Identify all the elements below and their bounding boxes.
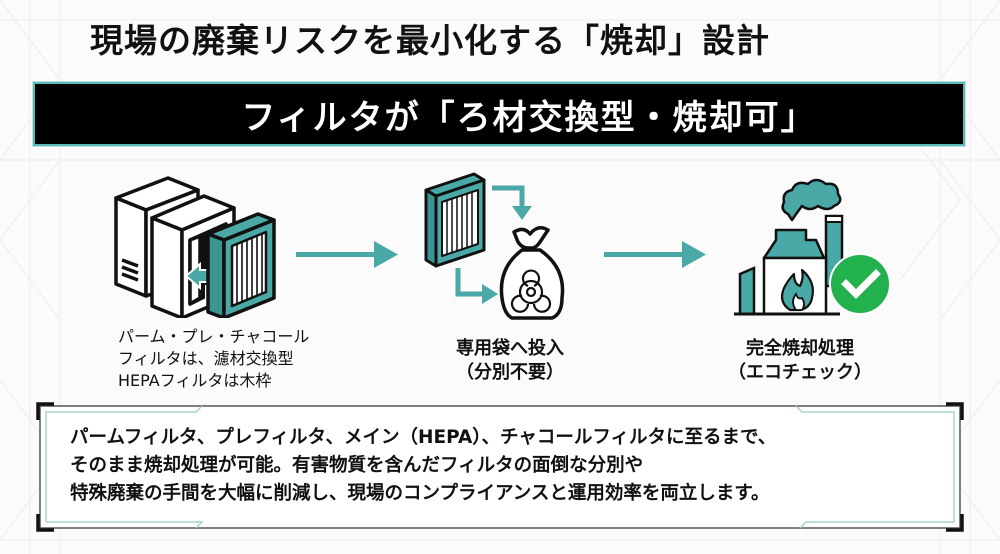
arrow-right-icon — [604, 241, 706, 268]
incineration-factory-check-icon — [734, 178, 891, 316]
step-1-caption: パーム・プレ・チャコール フィルタは、濾材交換型 HEPAフィルタは木枠 — [118, 326, 318, 392]
step-2-caption-line: 専用袋へ投入 — [456, 338, 564, 359]
step-1-caption-line: HEPAフィルタは木枠 — [118, 371, 272, 390]
info-panel: パームフィルタ、プレフィルタ、メイン（HEPA）、チャコールフィルタに至るまで、… — [36, 402, 964, 532]
air-purifier-filter-exchange-icon — [114, 176, 276, 318]
headline-banner: フィルタが「ろ材交換型・焼却可」 — [33, 82, 965, 146]
step-3-caption-line: 完全焼却処理 — [746, 338, 854, 359]
info-line: 特殊廃棄の手間を大幅に削減し、現場のコンプライアンスと運用効率を両立します。 — [70, 483, 770, 504]
step-1-caption-line: パーム・プレ・チャコール — [118, 327, 310, 346]
info-line: パームフィルタ、プレフィルタ、メイン（HEPA）、チャコールフィルタに至るまで、 — [70, 427, 777, 448]
page-title: 現場の廃棄リスクを最小化する「焼却」設計 — [90, 21, 770, 60]
step-3-caption: 完全焼却処理 （エコチェック） — [700, 337, 900, 385]
step-2-caption-line: （分別不要） — [456, 362, 564, 383]
info-panel-frame — [36, 402, 964, 532]
banner-text: フィルタが「ろ材交換型・焼却可」 — [241, 97, 817, 138]
biohazard-bag-icon — [424, 172, 565, 320]
arrow-right-icon — [296, 241, 398, 268]
step-2-caption: 専用袋へ投入 （分別不要） — [420, 337, 600, 385]
info-line: そのまま焼却処理が可能。有害物質を含んだフィルタの面倒な分別や — [70, 455, 644, 476]
step-3-caption-line: （エコチェック） — [728, 362, 872, 383]
info-text: パームフィルタ、プレフィルタ、メイン（HEPA）、チャコールフィルタに至るまで、… — [70, 424, 944, 508]
step-1-caption-line: フィルタは、濾材交換型 — [118, 349, 294, 368]
